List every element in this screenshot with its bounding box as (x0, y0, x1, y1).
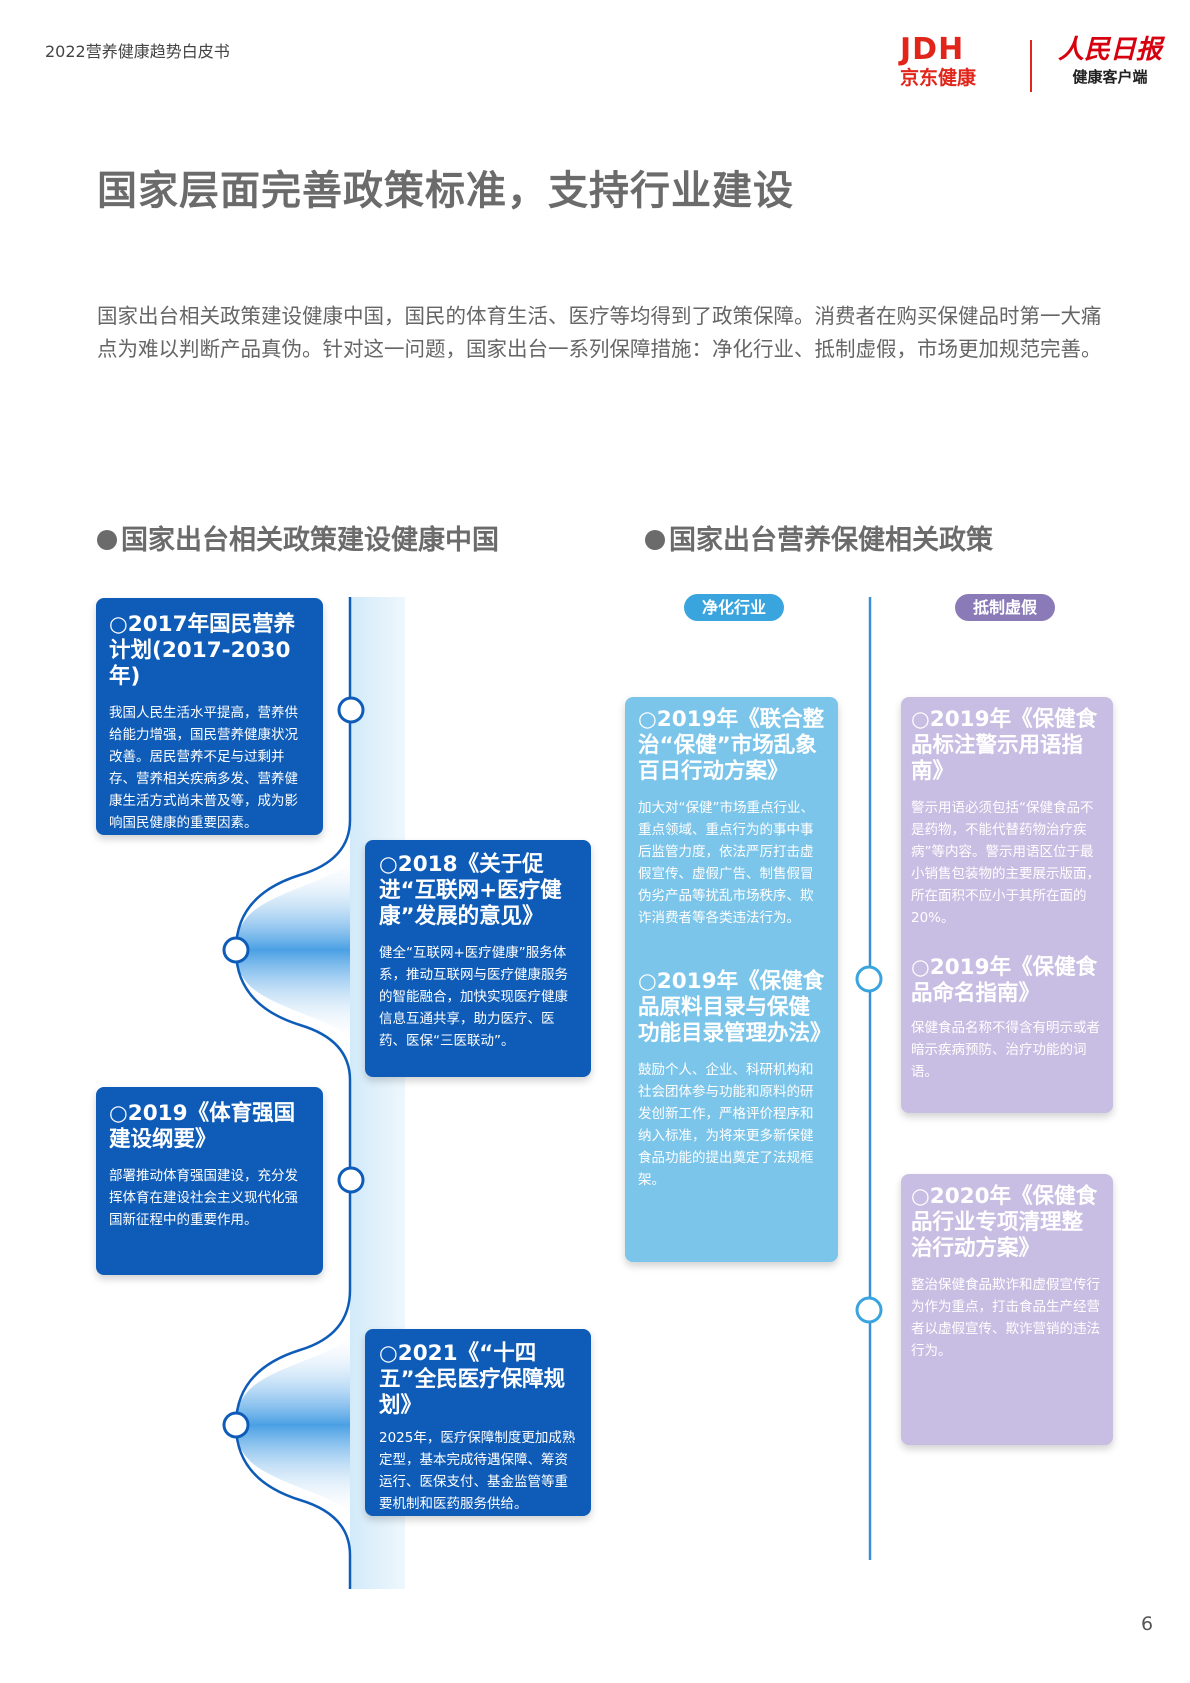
policy-card-title: ○2019年《保健食品原料目录与保健功能目录管理办法》 (638, 969, 832, 1046)
policy-card-body: 我国人民生活水平提高，营养供给能力增强，国民营养健康状况改善。居民营养不足与过剩… (109, 705, 298, 831)
policy-card-title: ○2019年《联合整治“保健”市场乱象百日行动方案》 (638, 707, 825, 784)
right-node-resist (855, 1296, 883, 1324)
left-section-title: 国家出台相关政策建设健康中国 (97, 518, 499, 557)
policy-card-body: 鼓励个人、企业、科研机构和社会团体参与功能和原料的研发创新工作，严格评价程序和纳… (638, 1062, 814, 1188)
logo-divider (1030, 40, 1032, 92)
jd-logo-mark: JDH (900, 32, 965, 67)
policy-card-body: 健全“互联网+医疗健康”服务体系，推动互联网与医疗健康服务的智能融合，加快实现医… (379, 945, 568, 1049)
page-number: 6 (1141, 1613, 1154, 1635)
resist-policy-card-2: ○2020年《保健食品行业专项清理整治行动方案》 整治保健食品欺诈和虚假宣传行为… (901, 1174, 1113, 1445)
policy-card-title: ○2020年《保健食品行业专项清理整治行动方案》 (911, 1184, 1098, 1261)
jd-logo-text: 京东健康 (900, 67, 977, 89)
policy-card-title: ○2019年《保健食品命名指南》 (911, 955, 1098, 1006)
policy-card-body: 加大对“保健”市场重点行业、重点领域、重点行为的事中事后监管力度，依法严厉打击虚… (638, 800, 814, 926)
policy-card-title: ○2018《关于促进“互联网+医疗健康”发展的意见》 (379, 852, 562, 929)
policy-card-2017: ○2017年国民营养计划(2017-2030年) 我国人民生活水平提高，营养供给… (96, 598, 323, 835)
bullet-dot-icon (645, 530, 665, 550)
timeline-bulge-2018 (236, 855, 350, 1045)
intro-paragraph: 国家出台相关政策建设健康中国，国民的体育生活、医疗等均得到了政策保障。消费者在购… (97, 304, 1102, 361)
right-node-purify (855, 965, 883, 993)
policy-card-body: 2025年，医疗保障制度更加成熟定型，基本完成待遇保障、筹资运行、医保支付、基金… (379, 1430, 576, 1512)
right-section-title: 国家出台营养保健相关政策 (645, 518, 993, 557)
jd-health-logo: JDH 京东健康 (900, 34, 1010, 94)
policy-card-body: 保健食品名称不得含有明示或者暗示疾病预防、治疗功能的词语。 (911, 1020, 1100, 1080)
peoples-daily-text: 健康客户端 (1072, 68, 1148, 86)
policy-card-body: 部署推动体育强国建设，充分发挥体育在建设社会主义现代化强国新征程中的重要作用。 (109, 1168, 298, 1228)
timeline-node-2018 (222, 936, 250, 964)
policy-card-2019: ○2019《体育强国建设纲要》 部署推动体育强国建设，充分发挥体育在建设社会主义… (96, 1087, 323, 1275)
bullet-dot-icon (97, 530, 117, 550)
policy-card-2021: ○2021《“十四五”全民医疗保障规划》 2025年，医疗保障制度更加成熟定型，… (365, 1329, 591, 1516)
timeline-node-2017 (337, 696, 365, 724)
page-title: 国家层面完善政策标准，支持行业建设 (97, 168, 794, 214)
policy-card-body: 警示用语必须包括“保健食品不是药物，不能代替药物治疗疾病”等内容。警示用语区位于… (911, 800, 1100, 926)
purify-policy-card: ○2019年《联合整治“保健”市场乱象百日行动方案》 加大对“保健”市场重点行业… (625, 697, 838, 1262)
tag-purify-industry: 净化行业 (684, 594, 784, 621)
resist-policy-card-1: ○2019年《保健食品标注警示用语指南》 警示用语必须包括“保健食品不是药物，不… (901, 697, 1113, 1113)
peoples-daily-logo: 人民日报 健康客户端 (1050, 34, 1170, 94)
timeline-bulge-2021 (236, 1330, 350, 1520)
policy-card-title: ○2021《“十四五”全民医疗保障规划》 (379, 1341, 566, 1418)
policy-card-title: ○2019年《保健食品标注警示用语指南》 (911, 707, 1098, 784)
report-title: 2022营养健康趋势白皮书 (45, 42, 230, 61)
timeline-node-2019 (337, 1166, 365, 1194)
policy-card-title: ○2019《体育强国建设纲要》 (109, 1101, 296, 1152)
policy-card-body: 整治保健食品欺诈和虚假宣传行为作为重点，打击食品生产经营者以虚假宣传、欺诈营销的… (911, 1277, 1100, 1359)
policy-card-title: ○2017年国民营养计划(2017-2030年) (109, 612, 296, 689)
policy-card-2018: ○2018《关于促进“互联网+医疗健康”发展的意见》 健全“互联网+医疗健康”服… (365, 840, 591, 1077)
peoples-daily-mark: 人民日报 (1057, 35, 1162, 65)
timeline-node-2021 (222, 1411, 250, 1439)
tag-resist-fake: 抵制虚假 (955, 594, 1055, 621)
